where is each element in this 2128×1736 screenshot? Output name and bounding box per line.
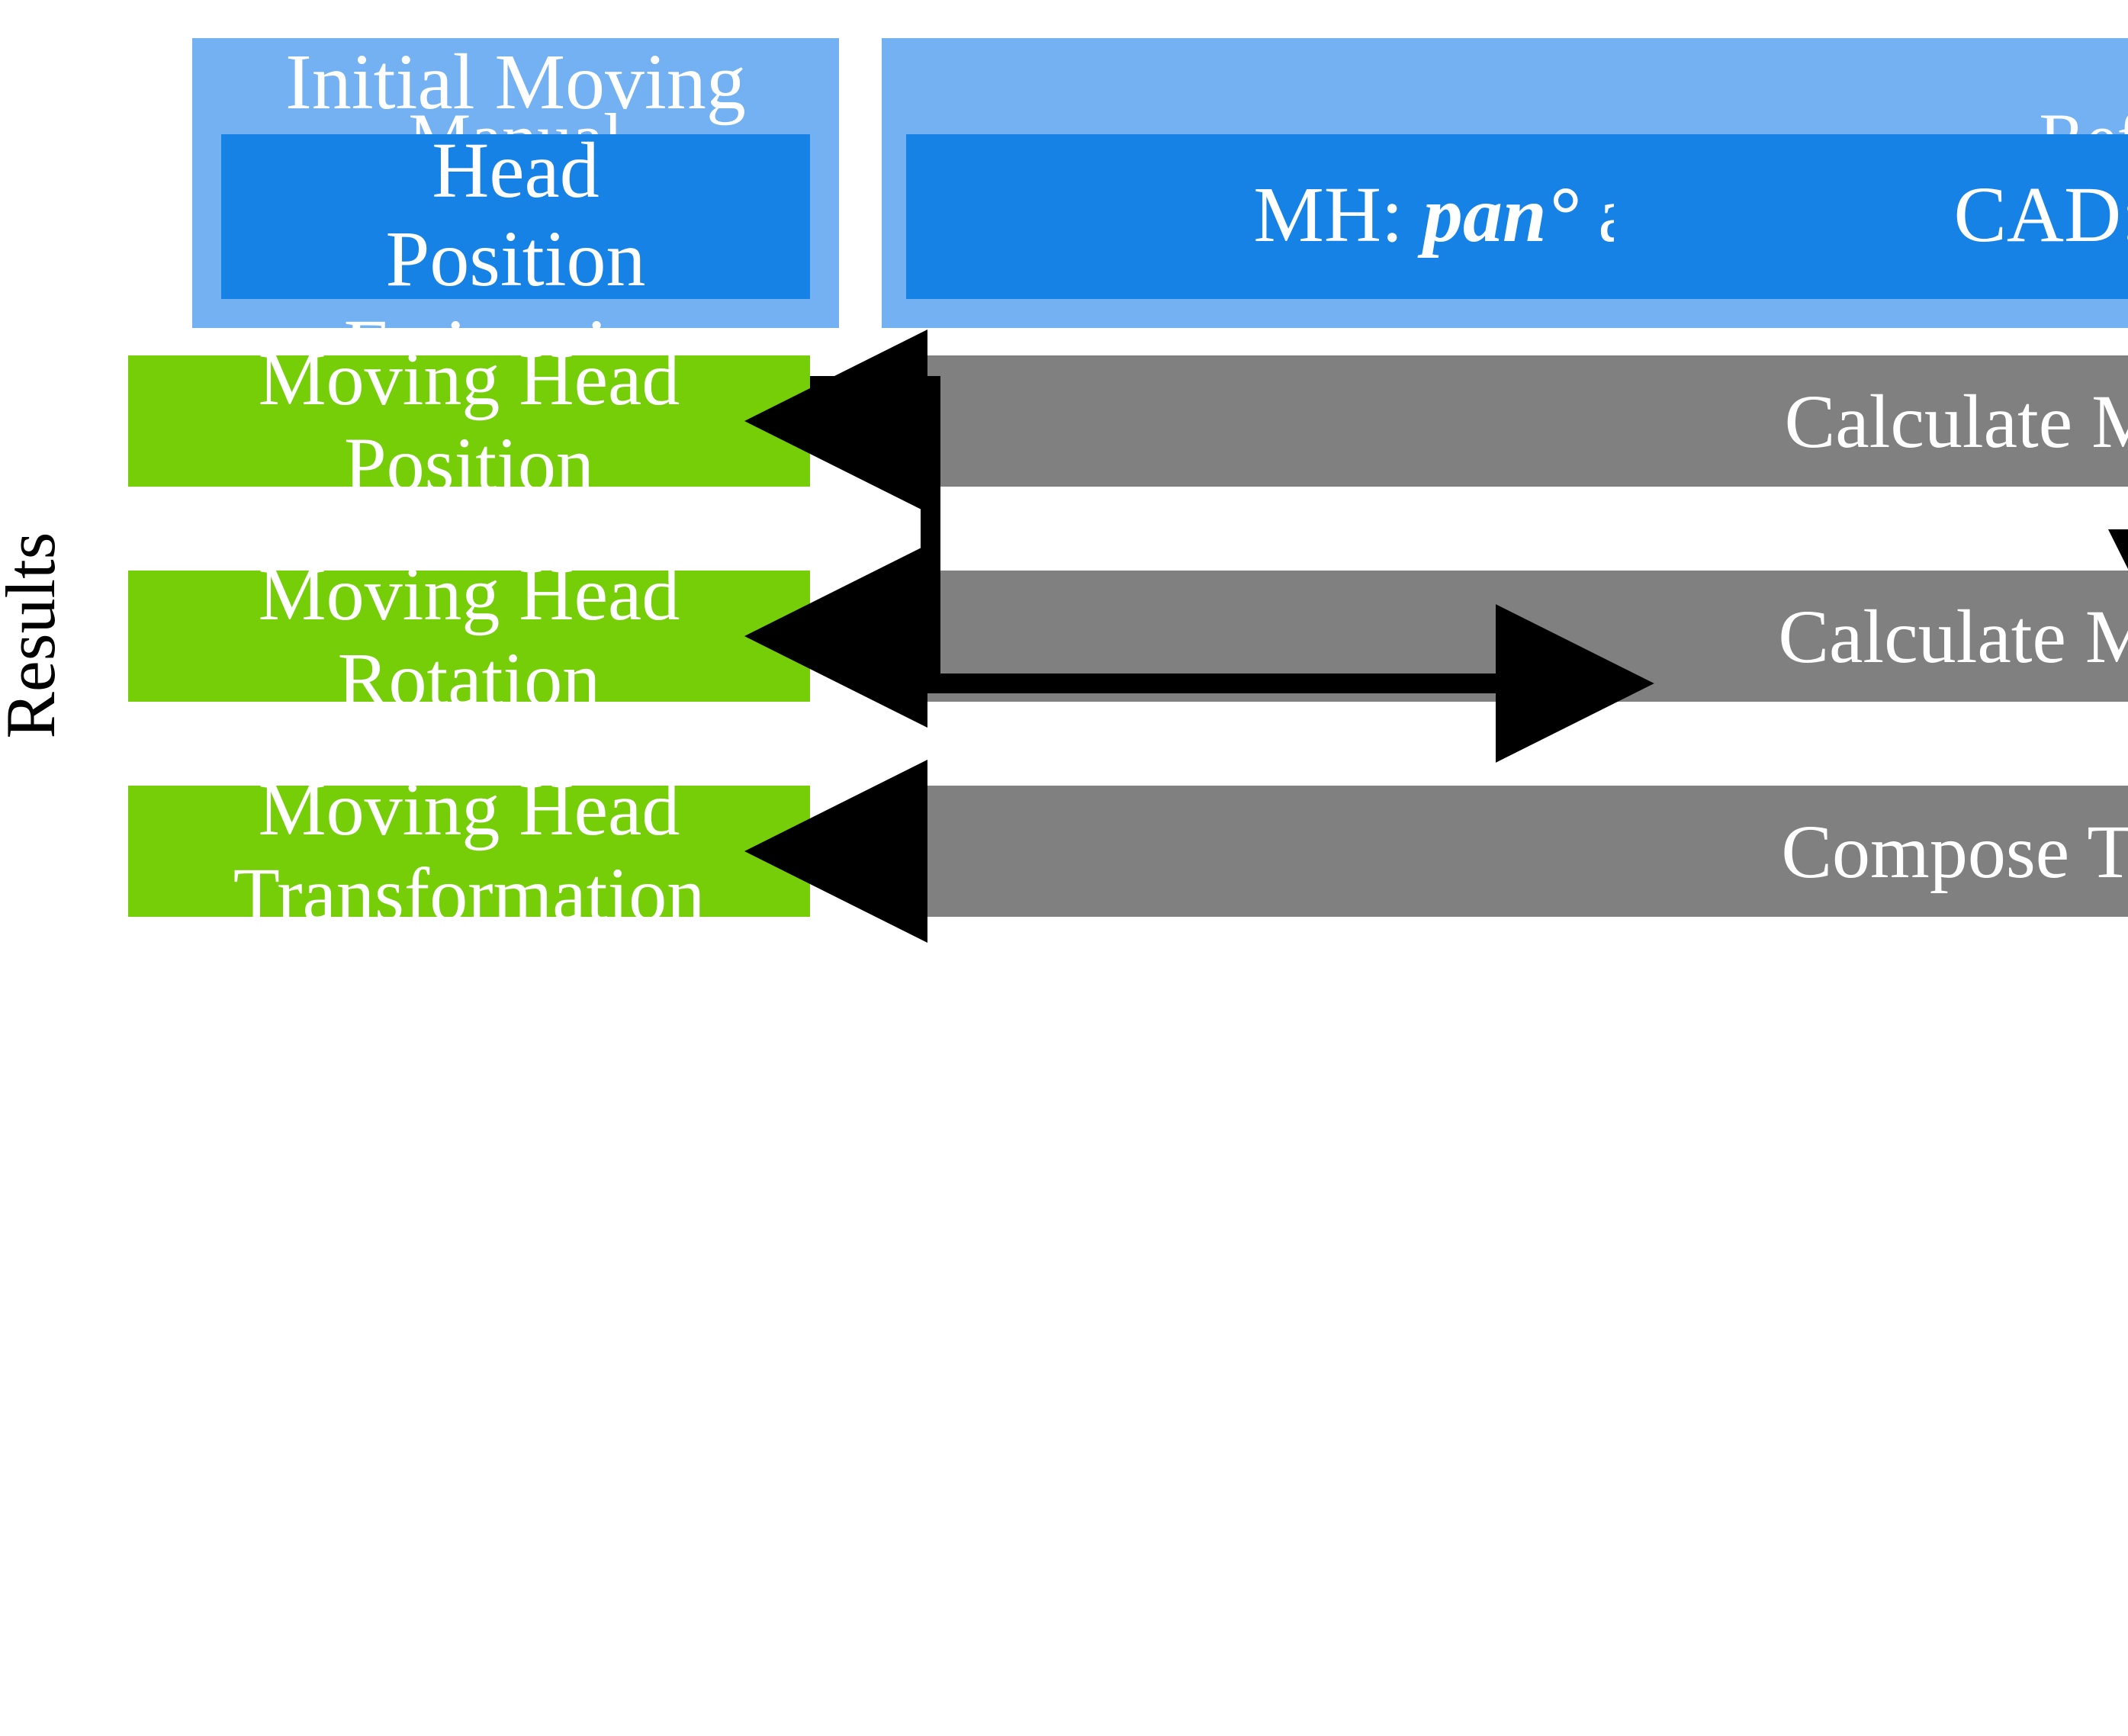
calculation-step-2[interactable]: Calculate Moving Head Rotation (4.2) bbox=[906, 571, 2128, 702]
mh-prefix: MH: bbox=[1253, 172, 1423, 259]
result-2-line1: Moving Head Rotation bbox=[258, 551, 680, 722]
calculation-step-1[interactable]: Calculate Moving Head Position (4.1) bbox=[906, 355, 2128, 487]
mh-pan-value: pan° bbox=[1422, 172, 1579, 259]
result-moving-head-transformation[interactable]: Moving Head Transformation bbox=[128, 766, 810, 937]
cad-coordinates-label: CAD: Coordinates bbox=[1953, 172, 2128, 259]
calculation-step-1-label: Calculate Moving Head Position (4.1) bbox=[1784, 378, 2128, 464]
calculation-step-3-label: Compose Transformation Matrix (3.2) bbox=[1781, 809, 2128, 894]
calculation-step-3[interactable]: Compose Transformation Matrix (3.2) bbox=[906, 786, 2128, 917]
result-moving-head-position[interactable]: Moving Head Position bbox=[128, 336, 810, 506]
initial-position-estimation-item[interactable]: Initial Moving Head Position Estimation bbox=[221, 39, 810, 392]
cad-coordinates-item[interactable]: CAD: Coordinates bbox=[1614, 134, 2128, 299]
results-band-label: Results bbox=[0, 532, 69, 739]
result-3-line1: Moving Head bbox=[258, 766, 680, 851]
result-1-line1: Moving Head Position bbox=[258, 336, 680, 506]
initial-position-estimation-line1: Initial Moving Head bbox=[285, 39, 746, 215]
flow-diagram: Manual Initial Moving Head Position Esti… bbox=[0, 38, 2128, 943]
result-3-line2: Transformation bbox=[233, 851, 706, 937]
calculation-step-2-label: Calculate Moving Head Rotation (4.2) bbox=[1778, 593, 2128, 679]
result-moving-head-rotation[interactable]: Moving Head Rotation bbox=[128, 551, 810, 722]
